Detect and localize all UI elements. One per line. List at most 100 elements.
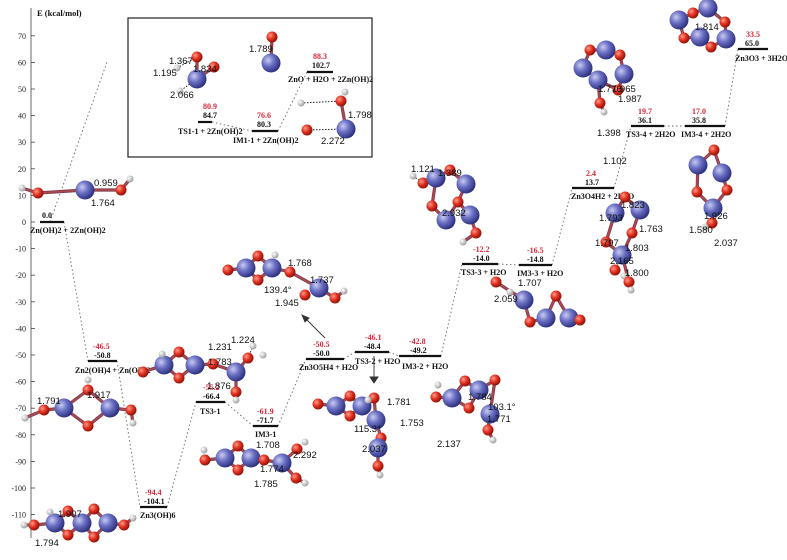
geometry-label: 1.102 [603, 156, 627, 167]
oxygen-atom [550, 290, 562, 302]
geometry-label: 1.708 [256, 440, 280, 451]
oxygen-atom [426, 200, 438, 212]
species-label-zno: ZnO + H2O + 2Zn(OH)2 [288, 75, 373, 84]
zinc-atom [336, 119, 356, 139]
zinc-atom [187, 69, 207, 89]
y-tick-label: -110 [12, 511, 26, 520]
geometry-label: 1.793 [599, 213, 623, 224]
molecule-im33 [490, 276, 586, 328]
zinc-atom [536, 308, 556, 328]
zinc-atom [272, 453, 292, 473]
molecule-ts32 [312, 390, 388, 479]
zinc-atom [456, 174, 476, 194]
hydrogen-atom [18, 184, 26, 192]
oxygen-atom [137, 366, 149, 378]
zinc-atom [100, 398, 120, 418]
species-label-z3o5: Zn3O5H4 + H2O [299, 363, 358, 372]
species-label-im11: IM1-1 + 2Zn(OH)2 [233, 136, 298, 145]
oxygen-atom [706, 217, 718, 229]
hydrogen-atom [301, 438, 309, 446]
hydrogen-atom [129, 514, 137, 522]
oxygen-atom [230, 386, 242, 398]
species-label-im33: IM3-3 + H2O [517, 269, 563, 278]
y-axis-label: E (kcal/mol) [37, 8, 82, 18]
species-label-z3o4: Zn3O4H2 + 2H2O [571, 192, 634, 201]
oxygen-atom [232, 464, 244, 476]
oxygen-atom [335, 95, 347, 107]
arrows [301, 314, 379, 384]
species-label-im32: IM3-2 + H2O [402, 362, 448, 371]
y-tick-label: 40 [18, 112, 26, 121]
hydrogen-atom [600, 108, 608, 116]
oxygen-atom [32, 187, 44, 199]
oxygen-atom [207, 358, 219, 370]
geometry-label: 115.3° [354, 424, 381, 435]
zinc-atom [469, 380, 489, 400]
hydrogen-atom [176, 87, 184, 95]
energy-levels [40, 47, 768, 509]
geometry-label: 1.814 [695, 22, 719, 33]
molecule-structures [18, 0, 736, 543]
oxygen-atom [459, 375, 471, 387]
y-tick-label: -50 [15, 351, 26, 360]
hydrogen-atom [21, 414, 29, 422]
oxygen-atom [173, 346, 185, 358]
zinc-atom [366, 410, 386, 430]
oxygen-atom [344, 390, 356, 402]
geometry-label: 1.784 [468, 392, 492, 403]
energy-ts31: -66.4 [203, 392, 220, 401]
oxygen-atom [609, 264, 621, 276]
weak-bond [300, 100, 342, 104]
y-tick-label: 20 [18, 165, 26, 174]
energy-ts34: 36.1 [638, 116, 652, 125]
hydrogen-atom [340, 287, 348, 295]
oxygen-atom [125, 404, 137, 416]
oxygen-atom [232, 440, 244, 452]
oxygen-atom [118, 519, 130, 531]
energy-im11: 80.3 [257, 120, 271, 129]
molecule-ts34 [600, 191, 650, 294]
zinc-atom [460, 205, 480, 225]
geometry-label: 1.776 [598, 84, 622, 95]
zinc-atom [215, 448, 235, 468]
energy-z3o5: -50.0 [313, 349, 330, 358]
energy-red-z3o3: 33.5 [746, 30, 760, 39]
energy-red-ts33: -12.2 [473, 245, 490, 254]
zinc-atom [514, 290, 534, 310]
zinc-atom [573, 58, 593, 78]
energy-zno: 102.7 [312, 61, 330, 70]
zinc-atom [588, 70, 608, 90]
oxygen-atom [258, 454, 270, 466]
oxygen-atom [329, 292, 341, 304]
geometry-label: 1.764 [91, 198, 115, 209]
oxygen-atom [444, 164, 456, 176]
zinc-atom [75, 180, 95, 200]
oxygen-atom [687, 7, 699, 19]
energy-red-zno: 88.3 [313, 52, 327, 61]
geometry-label: 1.763 [639, 224, 663, 235]
weak-bond [306, 128, 347, 131]
energy-red-z3: -94.4 [145, 488, 162, 497]
oxygen-atom [612, 84, 624, 96]
oxygen-atom [252, 274, 264, 286]
zinc-atom [559, 308, 579, 328]
hydrogen-atom [84, 376, 92, 384]
hydrogen-atom [627, 286, 635, 294]
geometry-label: 1.945 [275, 298, 299, 309]
geometry-label: 2.037 [362, 444, 386, 455]
oxygen-atom [88, 531, 100, 543]
hydrogen-atom [46, 508, 54, 516]
y-tick-label: 60 [18, 58, 26, 67]
hydrogen-atom [459, 238, 467, 246]
y-tick-label: -100 [11, 484, 26, 493]
oxygen-atom [705, 41, 717, 53]
oxygen-atom [626, 227, 638, 239]
geometry-label: 1.794 [35, 538, 59, 549]
weak-bond [247, 345, 254, 359]
species-label-r: Zn(OH)2 + 2Zn(OH)2 [30, 226, 106, 235]
oxygen-atom [489, 374, 501, 386]
y-tick-label: -30 [15, 298, 26, 307]
hydrogen-atom [158, 350, 166, 358]
oxygen-atom [252, 250, 264, 262]
oxygen-atom [452, 196, 464, 208]
